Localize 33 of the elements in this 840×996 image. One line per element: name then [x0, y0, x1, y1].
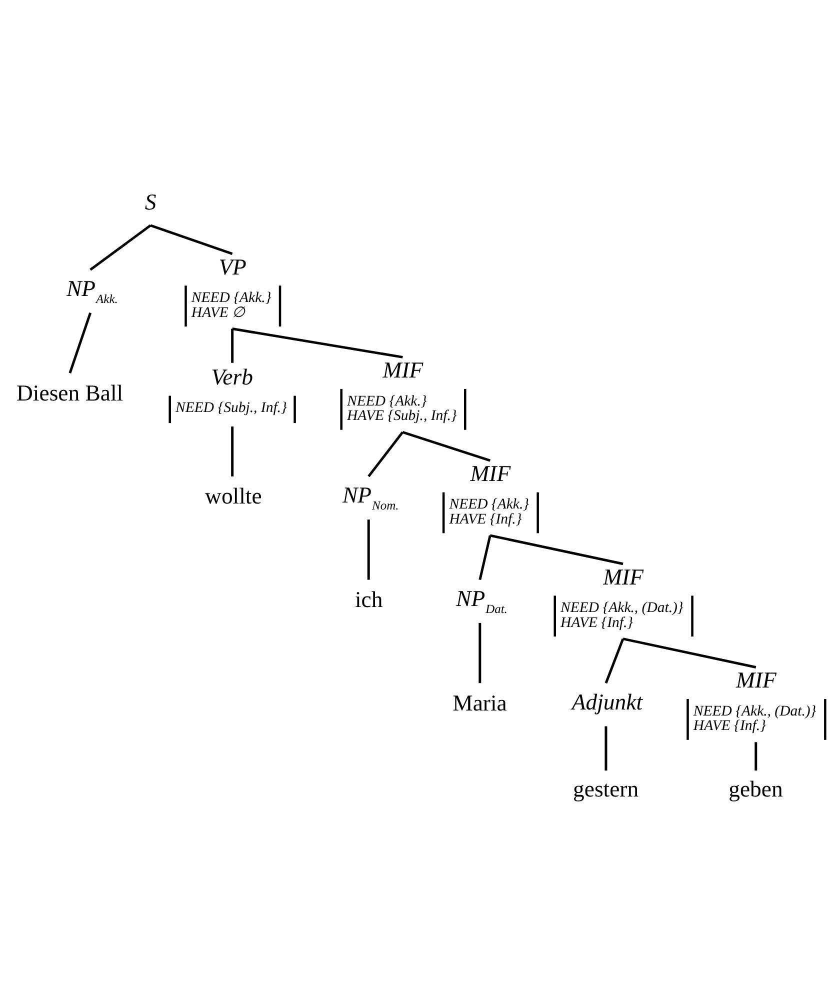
- connector: [604, 726, 608, 771]
- node-text: S: [144, 190, 156, 215]
- connector: [367, 520, 370, 580]
- connector: [402, 430, 491, 462]
- connector: [68, 312, 92, 374]
- connector: [490, 534, 624, 566]
- node-text: NP$_{Akk.}$: [66, 276, 118, 306]
- node-text: MIF NEED {Akk.} HAVE {Inf.}: [449, 460, 530, 528]
- node-text: Verb NEED {Subj., Inf.}: [176, 364, 287, 416]
- node-text: Adjunkt: [572, 689, 643, 714]
- connector: [604, 638, 624, 684]
- node-text: VP NEED {Akk.} HAVE ∅: [191, 254, 272, 321]
- node-text: Diesen Ball: [16, 380, 124, 406]
- connector: [231, 328, 234, 363]
- node-text: wollte: [205, 484, 262, 509]
- connector: [754, 742, 758, 771]
- node-text: MIF NEED {Akk., (Dat.)} HAVE {Inf.}: [560, 564, 684, 631]
- connector: [90, 224, 152, 271]
- node-text: MIF NEED {Akk.} HAVE {Subj., Inf.}: [347, 358, 457, 424]
- connector: [368, 431, 404, 478]
- node-text: gestern: [573, 776, 639, 802]
- node-text: NP$_{Nom.}$: [342, 482, 399, 513]
- node-text: geben: [728, 776, 783, 802]
- node-text: ich: [354, 587, 383, 612]
- connector: [150, 224, 233, 255]
- connector: [478, 622, 482, 684]
- connector: [232, 328, 403, 358]
- node-text: MIF NEED {Akk., (Dat.)} HAVE {Inf.}: [693, 668, 816, 734]
- connector: [478, 535, 492, 580]
- node-text: NP$_{Dat.}$: [456, 586, 508, 616]
- connector: [622, 638, 756, 668]
- node-text: Maria: [452, 690, 507, 716]
- connector: [231, 426, 234, 476]
